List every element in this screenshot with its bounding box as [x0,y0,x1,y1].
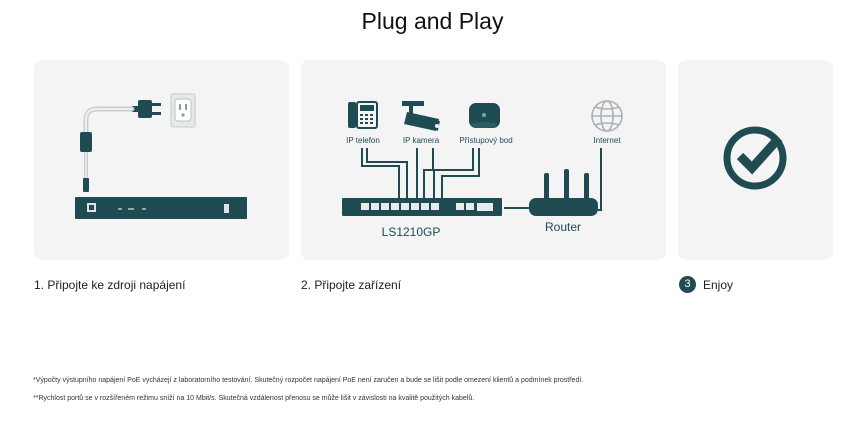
ip-camera-label: IP kamera [402,136,440,145]
router-icon [529,169,598,216]
step-3-badge: 3 [679,276,696,293]
checkmark-circle-icon [723,126,787,190]
access-point-label: Přístupový bod [459,136,513,145]
ip-phone-label: IP telefon [346,136,380,145]
step-2-label: 2. Připojte zařízení [301,278,402,292]
devices-step-card: IP telefon IP kamera Přístupový bod Inte… [301,60,666,260]
access-point-icon [469,103,500,128]
step-1-label: 1. Připojte ke zdroji napájení [34,278,186,292]
power-step-card [34,60,289,260]
internet-label: Internet [593,136,621,145]
footnote-poe: *Výpočty výstupního napájení PoE vycháze… [33,377,584,384]
power-cable [83,106,135,135]
ip-camera-icon [402,101,440,131]
ls1210gp-switch [342,198,502,216]
page-title: Plug and Play [361,8,504,34]
enjoy-step-card [678,60,833,260]
power-plug-icon [132,100,161,118]
power-connection-illustration [75,93,247,219]
device-connection-illustration [342,100,623,216]
switch-model-label: LS1210GP [381,225,441,239]
internet-globe-icon [591,100,623,132]
ip-phone-icon [348,101,378,129]
router-label: Router [544,220,582,234]
step-3-label: Enjoy [703,278,734,292]
switch-rear-panel [75,197,247,219]
footnote-port-speed: **Rychlost portů se v rozšířeném režimu … [33,395,475,402]
power-adapter-icon [80,132,92,152]
